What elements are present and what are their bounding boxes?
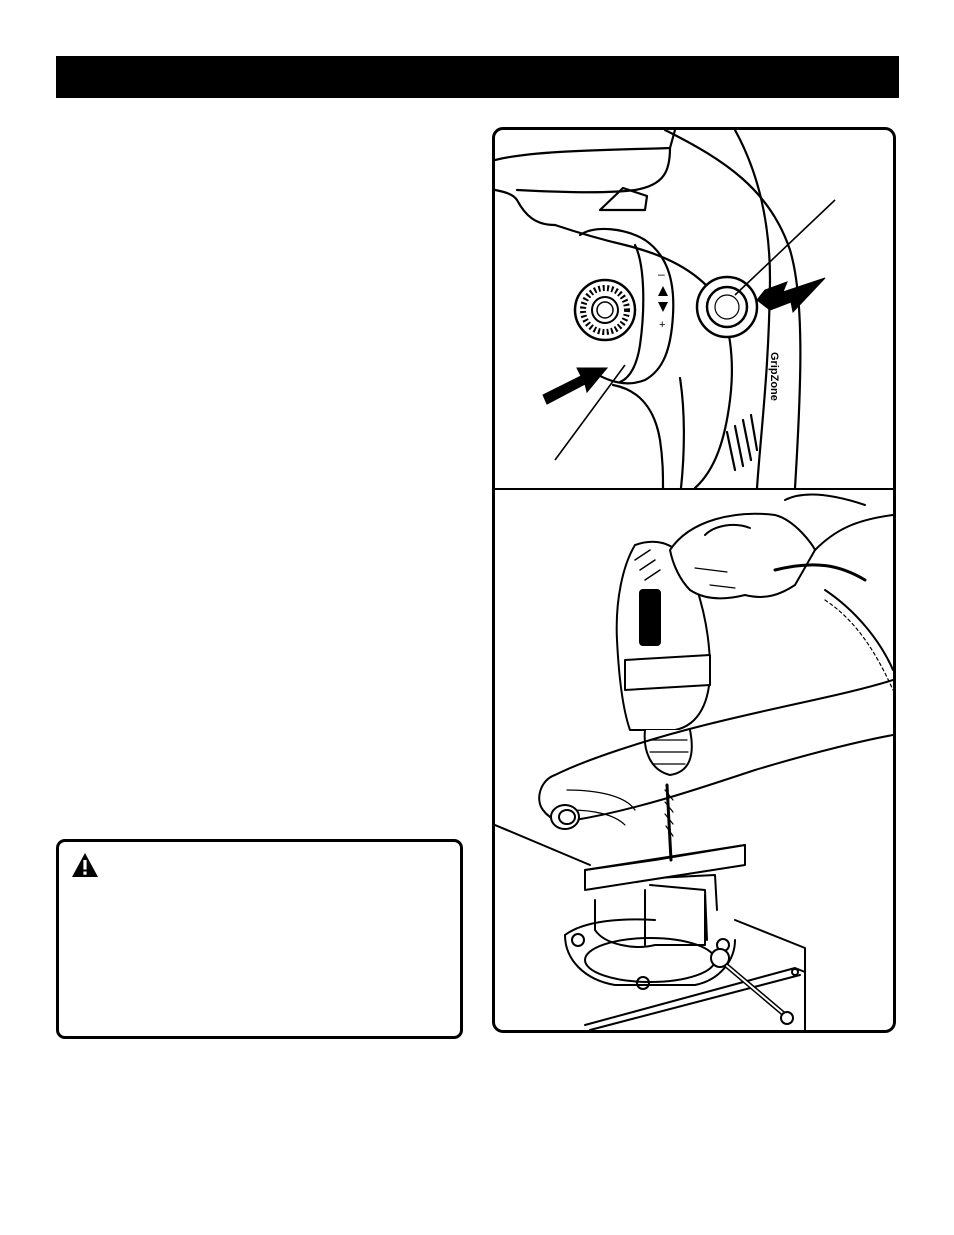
warning-triangle-icon	[72, 853, 98, 877]
speed-arrows-icon	[658, 286, 668, 312]
speed-dial-icon	[573, 278, 637, 342]
press-arrow-right-icon	[756, 277, 826, 314]
drill-handle-closeup-illustration: – + GripZone	[495, 130, 836, 488]
drilling-into-vise-illustration	[495, 493, 893, 1030]
lock-button-icon	[695, 275, 759, 339]
callout-line-dial	[554, 364, 626, 461]
warning-box	[56, 839, 463, 1039]
illustration-frame: – + GripZone	[492, 127, 896, 1033]
gripzone-label: GripZone	[768, 352, 780, 401]
section-header-bar	[56, 56, 899, 98]
speed-plus-mark: +	[659, 319, 665, 331]
panel-divider	[495, 488, 893, 490]
speed-minus-mark: –	[658, 267, 665, 281]
press-arrow-left-icon	[542, 367, 609, 405]
callout-line-lock	[734, 199, 836, 296]
